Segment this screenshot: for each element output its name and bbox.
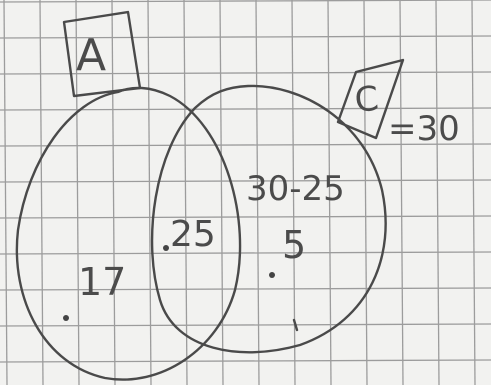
grid-line-vertical bbox=[435, 0, 440, 385]
grid-line-horizontal bbox=[0, 143, 491, 147]
grid-line-horizontal bbox=[0, 251, 491, 255]
grid-line-horizontal bbox=[0, 107, 491, 111]
grid-line-horizontal bbox=[0, 323, 491, 327]
intersection-value: 25 bbox=[170, 214, 216, 255]
set-c-total: =30 bbox=[388, 109, 460, 149]
c-only-value: 5 bbox=[282, 223, 306, 267]
set-a-circle bbox=[15, 86, 242, 381]
grid-line-vertical bbox=[111, 0, 116, 385]
c-only-dot bbox=[269, 272, 275, 278]
grid-line-vertical bbox=[219, 0, 224, 385]
grid-line-horizontal bbox=[0, 0, 491, 3]
a-only-dot bbox=[63, 315, 69, 321]
grid-line-horizontal bbox=[0, 35, 491, 39]
grid-line-horizontal bbox=[0, 71, 491, 75]
grid-line-vertical bbox=[327, 0, 332, 385]
grid-line-vertical bbox=[363, 0, 368, 385]
set-a-label-box bbox=[62, 10, 142, 98]
grid-line-vertical bbox=[471, 0, 476, 385]
grid-line-vertical bbox=[255, 0, 260, 385]
grid-line-vertical bbox=[147, 0, 152, 385]
grid-line-vertical bbox=[75, 0, 80, 385]
grid-line-vertical bbox=[39, 0, 44, 385]
grid-line-vertical bbox=[399, 0, 404, 385]
set-a-label: A bbox=[76, 30, 106, 81]
set-c-circle bbox=[150, 84, 387, 354]
grid-line-vertical bbox=[3, 0, 8, 385]
grid-line-horizontal bbox=[0, 215, 491, 219]
set-c-label-box bbox=[336, 58, 405, 140]
grid-line-horizontal bbox=[0, 287, 491, 291]
set-c-label: C bbox=[353, 79, 381, 121]
c-only-expression: 30-25 bbox=[246, 169, 345, 209]
intersection-dot bbox=[163, 245, 169, 251]
grid-line-horizontal bbox=[0, 359, 491, 363]
grid-line-vertical bbox=[183, 0, 188, 385]
a-only-value: 17 bbox=[78, 260, 126, 304]
stray-tick-mark bbox=[292, 318, 299, 332]
grid-line-horizontal bbox=[0, 179, 491, 183]
